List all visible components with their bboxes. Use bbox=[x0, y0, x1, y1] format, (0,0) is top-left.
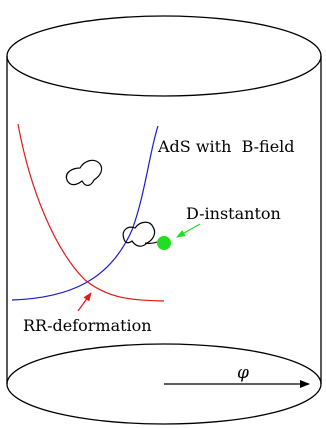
instanton-label: D-instanton bbox=[186, 204, 281, 223]
phi-label: φ bbox=[237, 363, 249, 383]
d-instanton-arrow bbox=[176, 223, 201, 238]
red-curve bbox=[17, 123, 165, 302]
ads-label: AdS with B-field bbox=[157, 137, 295, 156]
d-instanton-dot bbox=[157, 236, 171, 250]
deformation-label: RR-deformation bbox=[23, 316, 152, 335]
cylinder-bottom bbox=[6, 343, 322, 425]
blue-curve bbox=[11, 125, 159, 301]
blob-upper bbox=[65, 159, 103, 186]
cylinder-top bbox=[6, 15, 322, 97]
blob-lower bbox=[122, 221, 156, 247]
deformation-arrow bbox=[77, 292, 92, 312]
